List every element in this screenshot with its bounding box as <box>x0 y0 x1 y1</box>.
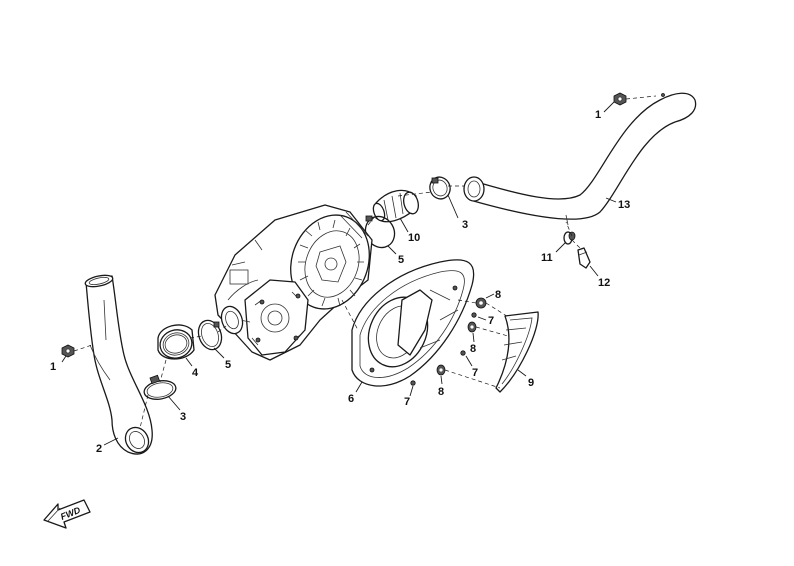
assembly-lines <box>73 95 657 429</box>
screw-7a <box>471 312 477 318</box>
air-duct-lower <box>84 274 153 455</box>
cvt-cover <box>351 259 475 387</box>
callout-6: 6 <box>348 393 354 405</box>
grommet-8a <box>475 297 487 309</box>
cvt-housing <box>214 204 373 361</box>
callout-7-c: 7 <box>404 396 410 408</box>
callout-8-b: 8 <box>470 343 476 355</box>
callout-10: 10 <box>408 232 420 244</box>
callout-3-lower: 3 <box>180 411 186 423</box>
coupler-lower <box>157 324 195 360</box>
vent-cover <box>495 311 539 393</box>
air-duct-upper <box>463 92 697 226</box>
callout-13: 13 <box>618 199 630 211</box>
leader-lines <box>61 101 617 446</box>
screw-7c <box>410 380 416 386</box>
hose-clamp-upper <box>429 176 451 200</box>
hose-clamp-ring-lower <box>197 319 223 351</box>
callout-4: 4 <box>192 367 199 379</box>
callout-3-upper: 3 <box>462 219 468 231</box>
callout-7-b: 7 <box>472 367 478 379</box>
callout-9: 9 <box>528 377 534 389</box>
nut-upper <box>613 92 627 106</box>
callout-1-lower: 1 <box>50 361 56 373</box>
callout-2: 2 <box>96 443 102 455</box>
callout-5-upper: 5 <box>398 254 404 266</box>
callout-7-a: 7 <box>488 315 494 327</box>
grommet-8b <box>467 321 477 333</box>
callout-11: 11 <box>541 252 553 264</box>
grommet-8c <box>436 364 446 376</box>
callout-8-a: 8 <box>495 289 501 301</box>
callout-1-upper: 1 <box>595 109 601 121</box>
callouts: 1 13 11 12 3 10 5 1 2 3 4 5 6 8 7 8 7 8 … <box>50 109 630 455</box>
callout-8-c: 8 <box>438 386 444 398</box>
hose-clamp-lower <box>143 374 177 400</box>
drain-plug <box>577 247 591 269</box>
nut-lower <box>61 344 75 358</box>
screw-7b <box>460 350 466 356</box>
callout-12: 12 <box>598 277 610 289</box>
forward-direction-arrow: FWD <box>43 499 91 529</box>
coupler-boot <box>372 189 419 223</box>
callout-5-lower: 5 <box>225 359 231 371</box>
